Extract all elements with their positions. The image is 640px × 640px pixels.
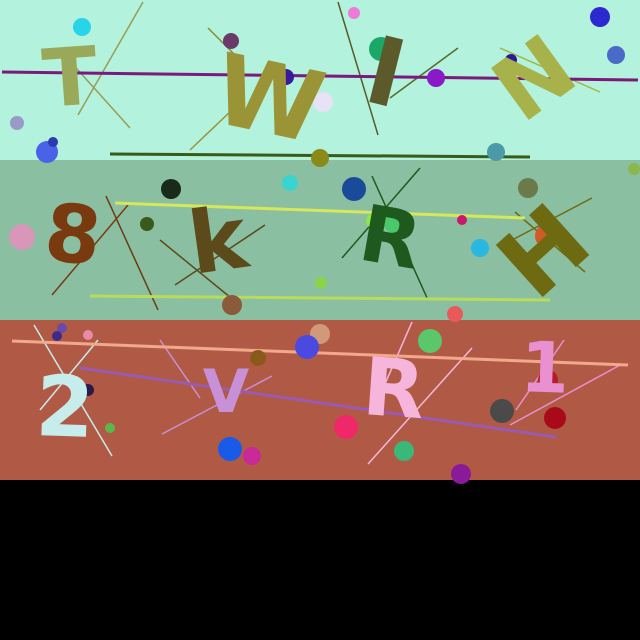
band-3-noise-lines	[11, 321, 629, 465]
band-1-noise-dots	[10, 7, 625, 167]
captcha-char-2: W	[204, 33, 333, 167]
captcha-char-12: 1	[519, 326, 571, 410]
band-3-background	[0, 320, 640, 480]
bottom-background	[0, 480, 640, 640]
captcha-char-5: 8	[40, 185, 105, 283]
captcha-char-1: T	[40, 29, 101, 126]
captcha-char-11: R	[360, 340, 428, 437]
band-2-noise-lines	[51, 167, 593, 311]
band-3-noise-dots	[52, 323, 566, 484]
captcha-char-9: 2	[34, 357, 96, 457]
band-2-noise-dots	[9, 163, 640, 322]
captcha-char-10: V	[203, 357, 250, 427]
